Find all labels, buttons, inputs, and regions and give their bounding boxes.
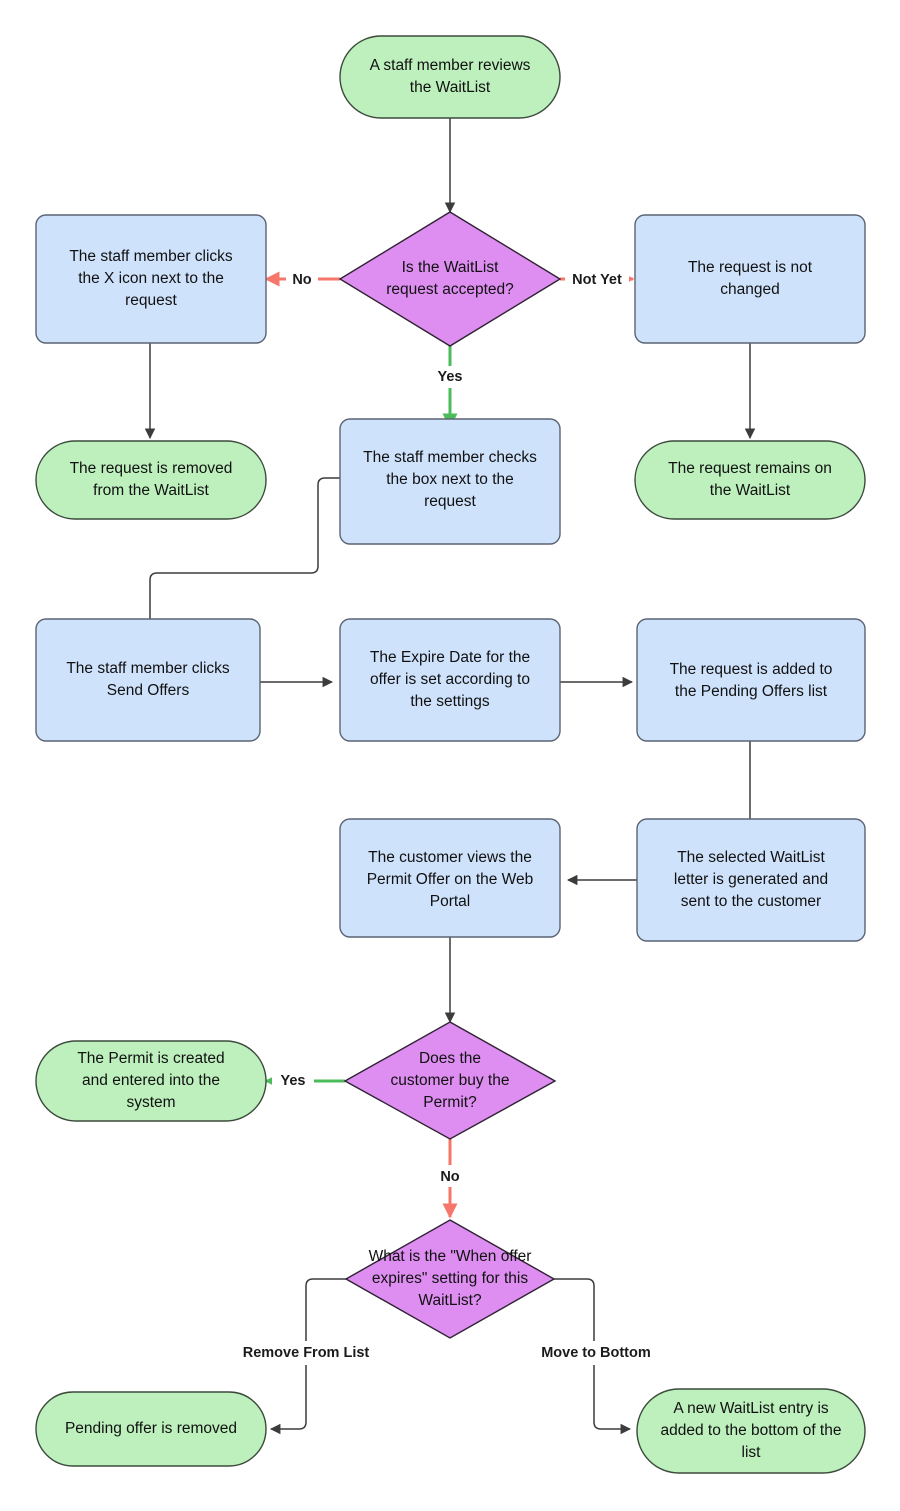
- node-dec-expires-line-1: expires" setting for this: [372, 1270, 529, 1287]
- node-checks-box-line-0: The staff member checks: [363, 449, 537, 466]
- node-new-entry-shape: [636, 1388, 866, 1474]
- node-expire-date-line-0: The Expire Date for the: [370, 649, 530, 666]
- node-click-x[interactable]: The staff member clicks the X icon next …: [35, 214, 267, 344]
- node-customer-views-line-1: Permit Offer on the Web: [367, 871, 534, 888]
- node-click-x-line-2: request: [125, 292, 177, 309]
- node-dec-buy-line-1: customer buy the: [391, 1072, 510, 1089]
- node-checks-box[interactable]: The staff member checks the box next to …: [339, 418, 561, 545]
- label-bg-move-to-bottom: [523, 1341, 669, 1365]
- node-customer-views[interactable]: The customer views the Permit Offer on t…: [339, 818, 561, 938]
- node-remains-shape: [634, 440, 866, 520]
- node-dec-expires-shape: [344, 1219, 556, 1339]
- edge-label-no-accept: No: [292, 272, 311, 288]
- node-send-offers-shape: [35, 618, 261, 742]
- edge-label-yes-buy: Yes: [281, 1073, 306, 1089]
- node-dec-accepted-line-0: Is the WaitList: [402, 259, 499, 276]
- node-click-x-shape: [35, 214, 267, 344]
- edge-checksbox-to-sendoffers: [144, 477, 340, 635]
- node-dec-expires-line-2: WaitList?: [418, 1292, 482, 1309]
- node-permit-created-line-2: system: [126, 1094, 175, 1111]
- node-removed[interactable]: The request is removed from the WaitList: [35, 440, 267, 520]
- label-bg-no-buy: [433, 1165, 467, 1187]
- node-send-offers-line-1: Send Offers: [107, 682, 190, 699]
- node-expire-date-line-2: the settings: [410, 693, 490, 710]
- node-permit-created-shape: [35, 1040, 267, 1122]
- node-pending-offers-shape: [636, 618, 866, 742]
- label-bg-yes-accept: [427, 366, 473, 388]
- node-send-offers[interactable]: The staff member clicks Send Offers: [35, 618, 261, 742]
- node-dec-expires-line-0: What is the "When offer: [369, 1248, 532, 1265]
- node-pending-offers-line-0: The request is added to: [670, 661, 833, 678]
- node-click-x-line-0: The staff member clicks: [69, 248, 233, 265]
- node-dec-accepted-line-1: request accepted?: [386, 281, 514, 298]
- node-not-changed-line-0: The request is not: [688, 259, 813, 276]
- node-new-entry-line-1: added to the bottom of the: [661, 1422, 842, 1439]
- node-dec-expires[interactable]: What is the "When offer expires" setting…: [344, 1219, 556, 1339]
- node-remains-line-1: the WaitList: [710, 482, 791, 499]
- node-letter-sent[interactable]: The selected WaitList letter is generate…: [636, 818, 866, 942]
- node-customer-views-shape: [339, 818, 561, 938]
- node-permit-created-line-0: The Permit is created: [77, 1050, 224, 1067]
- node-expire-date-shape: [339, 618, 561, 742]
- node-not-changed-line-1: changed: [720, 281, 779, 298]
- node-customer-views-line-2: Portal: [430, 893, 471, 910]
- node-start-line-0: A staff member reviews: [370, 57, 531, 74]
- node-expire-date[interactable]: The Expire Date for the offer is set acc…: [339, 618, 561, 742]
- node-removed-line-1: from the WaitList: [93, 482, 209, 499]
- edge-label-no-buy: No: [440, 1169, 459, 1185]
- node-start[interactable]: A staff member reviews the WaitList: [339, 35, 561, 119]
- node-dec-accepted[interactable]: Is the WaitList request accepted?: [338, 211, 562, 347]
- node-removed-shape: [35, 440, 267, 520]
- node-not-changed-shape: [634, 214, 866, 344]
- node-expire-date-line-1: offer is set according to: [370, 671, 530, 688]
- node-letter-sent-shape: [636, 818, 866, 942]
- node-start-shape: [339, 35, 561, 119]
- node-dec-buy-line-0: Does the: [419, 1050, 481, 1067]
- node-checks-box-line-1: the box next to the: [386, 471, 514, 488]
- node-dec-buy-shape: [343, 1021, 557, 1140]
- node-removed-line-0: The request is removed: [70, 460, 233, 477]
- node-pending-removed[interactable]: Pending offer is removed: [35, 1391, 267, 1467]
- node-dec-buy-line-2: Permit?: [423, 1094, 477, 1111]
- node-pending-removed-shape: [35, 1391, 267, 1467]
- node-click-x-line-1: the X icon next to the: [78, 270, 224, 287]
- node-dec-accepted-shape: [338, 211, 562, 347]
- node-permit-created-line-1: and entered into the: [82, 1072, 220, 1089]
- edge-label-yes-accept: Yes: [438, 369, 463, 385]
- label-bg-yes-buy: [272, 1070, 314, 1092]
- node-permit-created[interactable]: The Permit is created and entered into t…: [35, 1040, 267, 1122]
- node-pending-removed-line-0: Pending offer is removed: [65, 1420, 237, 1437]
- node-checks-box-shape: [339, 418, 561, 545]
- node-letter-sent-line-0: The selected WaitList: [677, 849, 825, 866]
- label-bg-remove-from-list: [221, 1341, 393, 1365]
- label-bg-no-accept: [286, 268, 318, 290]
- node-checks-box-line-2: request: [424, 493, 476, 510]
- node-new-entry-line-2: list: [742, 1444, 762, 1461]
- node-letter-sent-line-2: sent to the customer: [681, 893, 821, 910]
- node-not-changed[interactable]: The request is not changed: [634, 214, 866, 344]
- node-pending-offers-line-1: the Pending Offers list: [675, 683, 828, 700]
- edge-labels-layer: No Not Yet Yes Yes No Remove From List M…: [221, 268, 669, 1365]
- node-new-entry[interactable]: A new WaitList entry is added to the bot…: [636, 1388, 866, 1474]
- node-pending-offers[interactable]: The request is added to the Pending Offe…: [636, 618, 866, 742]
- node-new-entry-line-0: A new WaitList entry is: [673, 1400, 829, 1417]
- edge-label-not-yet: Not Yet: [572, 272, 622, 288]
- label-bg-not-yet: [565, 268, 629, 290]
- node-send-offers-line-0: The staff member clicks: [66, 660, 230, 677]
- node-letter-sent-line-1: letter is generated and: [674, 871, 828, 888]
- node-customer-views-line-0: The customer views the: [368, 849, 532, 866]
- edge-label-move-to-bottom: Move to Bottom: [541, 1345, 651, 1361]
- node-dec-buy[interactable]: Does the customer buy the Permit?: [343, 1021, 557, 1140]
- node-start-line-1: the WaitList: [410, 79, 491, 96]
- edge-label-remove-from-list: Remove From List: [243, 1345, 370, 1361]
- node-remains-line-0: The request remains on: [668, 460, 832, 477]
- node-remains[interactable]: The request remains on the WaitList: [634, 440, 866, 520]
